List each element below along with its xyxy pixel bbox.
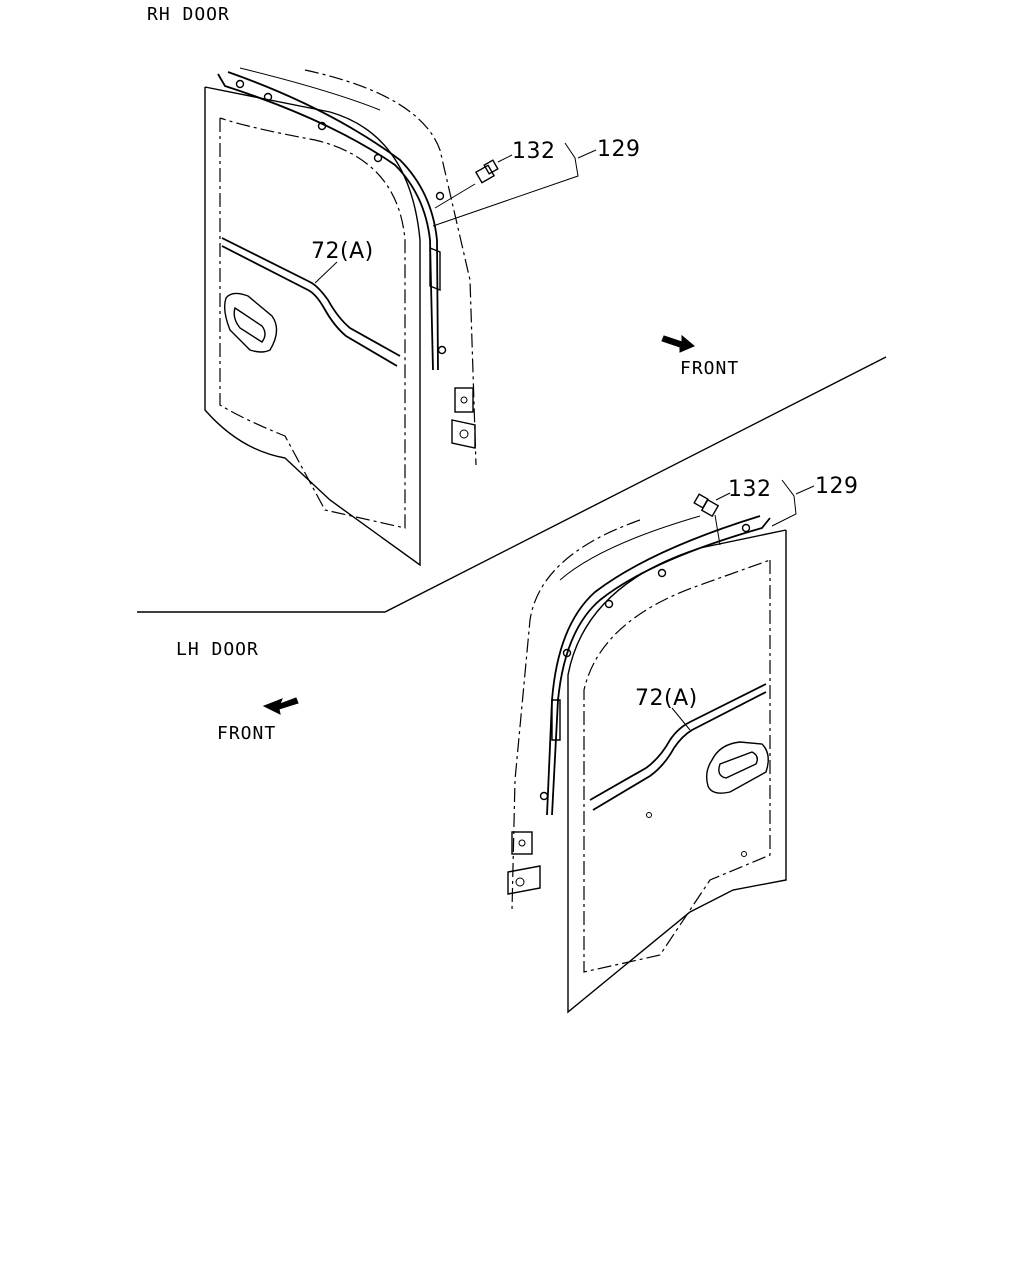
lh-door-handle [705, 741, 769, 794]
rh-moulding-72a [221, 237, 401, 357]
rh-hinge-brackets [429, 246, 476, 449]
lh-door-frame-edge [511, 519, 641, 911]
lh-clip-132 [693, 493, 720, 518]
lh-weatherstrip [551, 517, 771, 816]
lh-door-inner-panel [583, 559, 771, 973]
rh-door-title: RH DOOR [147, 4, 230, 25]
lh-callout-72a: 72(A) [635, 686, 698, 711]
rh-front-arrow-icon [661, 334, 695, 353]
lh-door-title: LH DOOR [176, 639, 259, 660]
rh-callout-129: 129 [597, 137, 641, 162]
lh-front-label: FRONT [217, 723, 277, 744]
rh-door-frame-edge [304, 69, 477, 466]
rh-door-outer-panel [204, 86, 421, 567]
lh-strip-clips [539, 523, 751, 801]
rh-strip-clips [235, 79, 447, 355]
lh-callout-132: 132 [728, 477, 772, 502]
rh-callout-72a: 72(A) [311, 239, 374, 264]
rh-callout-132: 132 [512, 139, 556, 164]
rh-door-handle [223, 292, 278, 353]
lh-hinge-brackets [507, 699, 561, 895]
lh-front-arrow-icon [262, 697, 299, 715]
view-separator-line [137, 356, 887, 613]
rh-clip-132 [474, 159, 499, 184]
rh-weatherstrip [217, 73, 434, 371]
lh-leader-lines [671, 479, 815, 731]
lh-door-outer-panel [567, 529, 787, 1014]
lh-callout-129: 129 [815, 474, 859, 499]
rh-door-inner-panel [219, 117, 406, 529]
rh-front-label: FRONT [680, 358, 740, 379]
rh-leader-lines [314, 142, 597, 284]
lh-door-drawing [262, 479, 815, 1014]
rh-door-drawing [204, 67, 695, 567]
